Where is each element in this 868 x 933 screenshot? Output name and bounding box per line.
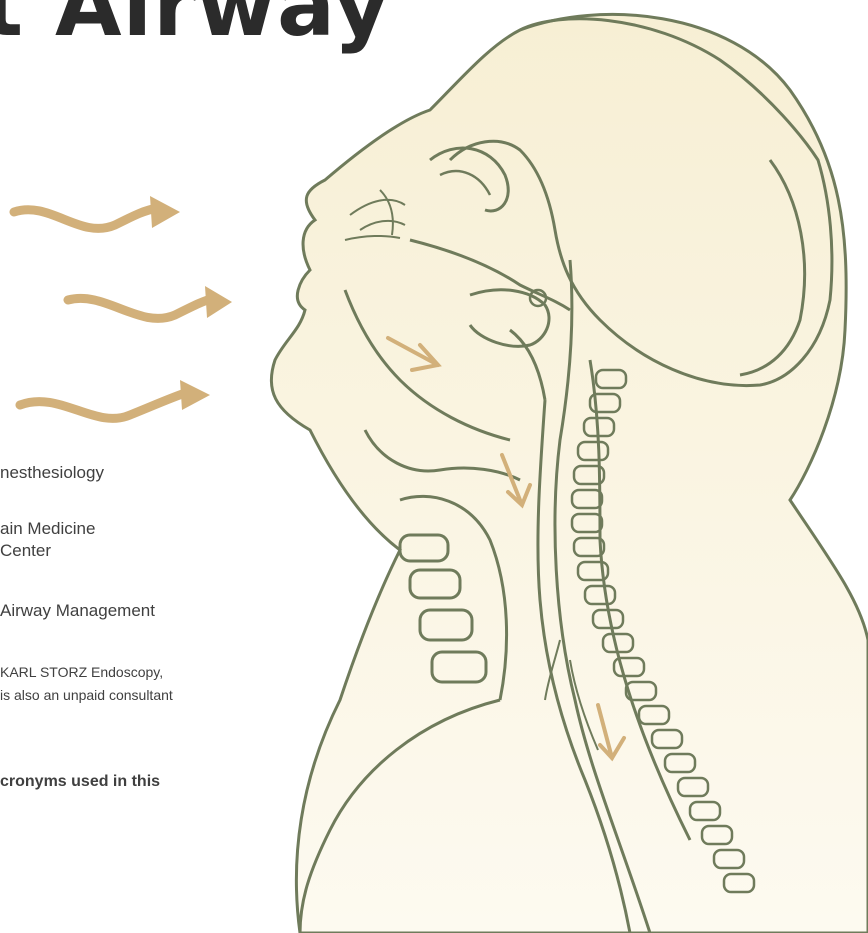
disclosure-line-1: KARL STORZ Endoscopy,	[0, 661, 163, 683]
arrowhead-3	[180, 380, 210, 410]
disclosure-line-2: is also an unpaid consultant	[0, 684, 173, 706]
head-silhouette	[271, 14, 868, 933]
author-line-program: Airway Management	[0, 600, 155, 622]
wavy-arrow-3	[20, 392, 188, 418]
wavy-arrow-1	[14, 208, 158, 228]
arrowhead-2	[205, 286, 232, 318]
author-line-center: Center	[0, 540, 51, 562]
acronyms-note: cronyms used in this	[0, 771, 160, 793]
arrowhead-1	[150, 196, 180, 228]
page-title: t Airway	[0, 0, 390, 56]
author-line-division: ain Medicine	[0, 518, 95, 540]
wavy-arrow-2	[68, 298, 215, 318]
author-line-department: nesthesiology	[0, 462, 104, 484]
